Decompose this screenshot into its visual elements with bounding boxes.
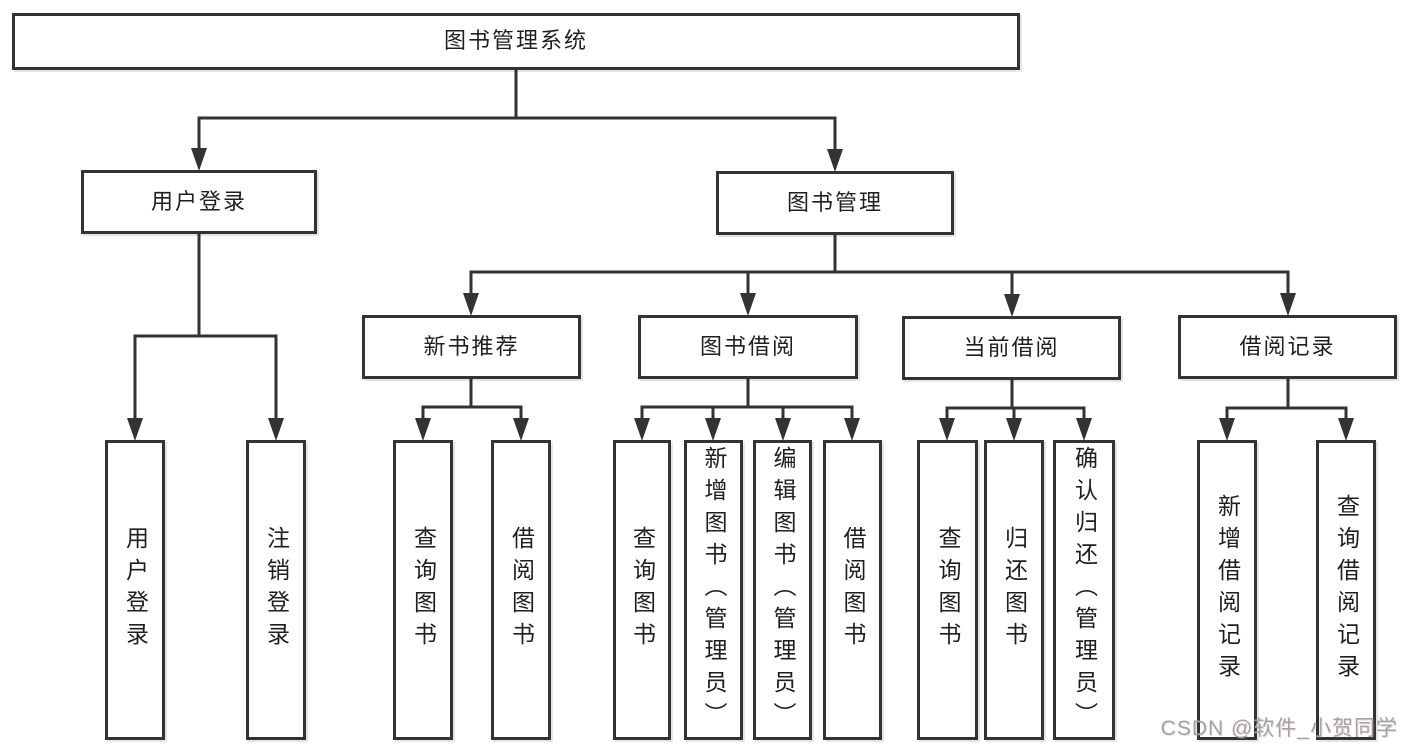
leaf-records-query-borrow-record: 查询借阅记录 xyxy=(1316,440,1376,740)
leaf-borrow-edit-books-admin: 编辑图书（管理员） xyxy=(753,440,812,740)
leaf-newrec-query-books: 查询图书 xyxy=(393,440,453,740)
leaf-current-return-books: 归还图书 xyxy=(984,440,1044,740)
leaf-records-add-borrow-record: 新增借阅记录 xyxy=(1197,440,1257,740)
leaf-logout-login: 注销登录 xyxy=(246,440,306,740)
leaf-borrow-borrow-books: 借阅图书 xyxy=(823,440,882,740)
leaf-user-login: 用户登录 xyxy=(105,440,165,740)
leaf-current-confirm-return-admin: 确认归还（管理员） xyxy=(1053,440,1115,740)
node-root-label: 图书管理系统 xyxy=(443,28,588,54)
node-new-book-recommend: 新书推荐 xyxy=(362,315,581,379)
node-user-login-label: 用户登录 xyxy=(150,188,247,214)
leaf-borrow-borrow-books-label: 借阅图书 xyxy=(840,526,866,654)
node-book-borrow-label: 图书借阅 xyxy=(699,333,796,359)
node-book-management: 图书管理 xyxy=(716,171,954,235)
node-current-borrow: 当前借阅 xyxy=(902,316,1121,380)
csdn-watermark: CSDN @软件_小贺同学 xyxy=(1160,717,1398,740)
leaf-newrec-borrow-books-label: 借阅图书 xyxy=(508,526,535,654)
node-user-login: 用户登录 xyxy=(81,170,317,234)
leaf-borrow-add-books-admin: 新增图书（管理员） xyxy=(684,440,743,740)
leaf-records-add-borrow-record-label: 新增借阅记录 xyxy=(1214,494,1241,686)
leaf-newrec-borrow-books: 借阅图书 xyxy=(491,440,551,740)
leaf-borrow-edit-books-admin-label: 编辑图书（管理员） xyxy=(770,446,796,734)
leaf-borrow-query-books-label: 查询图书 xyxy=(629,526,656,654)
leaf-user-login-label: 用户登录 xyxy=(122,526,149,654)
leaf-current-confirm-return-admin-label: 确认归还（管理员） xyxy=(1071,446,1098,734)
node-book-borrow: 图书借阅 xyxy=(638,315,858,379)
leaf-current-return-books-label: 归还图书 xyxy=(1001,526,1028,654)
leaf-borrow-query-books: 查询图书 xyxy=(613,440,671,740)
leaf-newrec-query-books-label: 查询图书 xyxy=(410,526,437,654)
node-borrow-records: 借阅记录 xyxy=(1178,315,1397,379)
node-borrow-records-label: 借阅记录 xyxy=(1239,333,1336,359)
connector-lines xyxy=(133,70,1348,420)
leaf-current-query-books-label: 查询图书 xyxy=(935,526,961,654)
node-current-borrow-label: 当前借阅 xyxy=(963,334,1060,360)
leaf-records-query-borrow-record-label: 查询借阅记录 xyxy=(1333,494,1360,686)
leaf-current-query-books: 查询图书 xyxy=(917,440,978,740)
leaf-borrow-add-books-admin-label: 新增图书（管理员） xyxy=(701,446,727,734)
node-book-management-label: 图书管理 xyxy=(786,189,883,215)
node-new-book-recommend-label: 新书推荐 xyxy=(423,333,520,359)
node-root-library-system: 图书管理系统 xyxy=(12,13,1020,70)
leaf-logout-login-label: 注销登录 xyxy=(263,526,290,654)
arrowhead-icons xyxy=(127,148,1354,441)
